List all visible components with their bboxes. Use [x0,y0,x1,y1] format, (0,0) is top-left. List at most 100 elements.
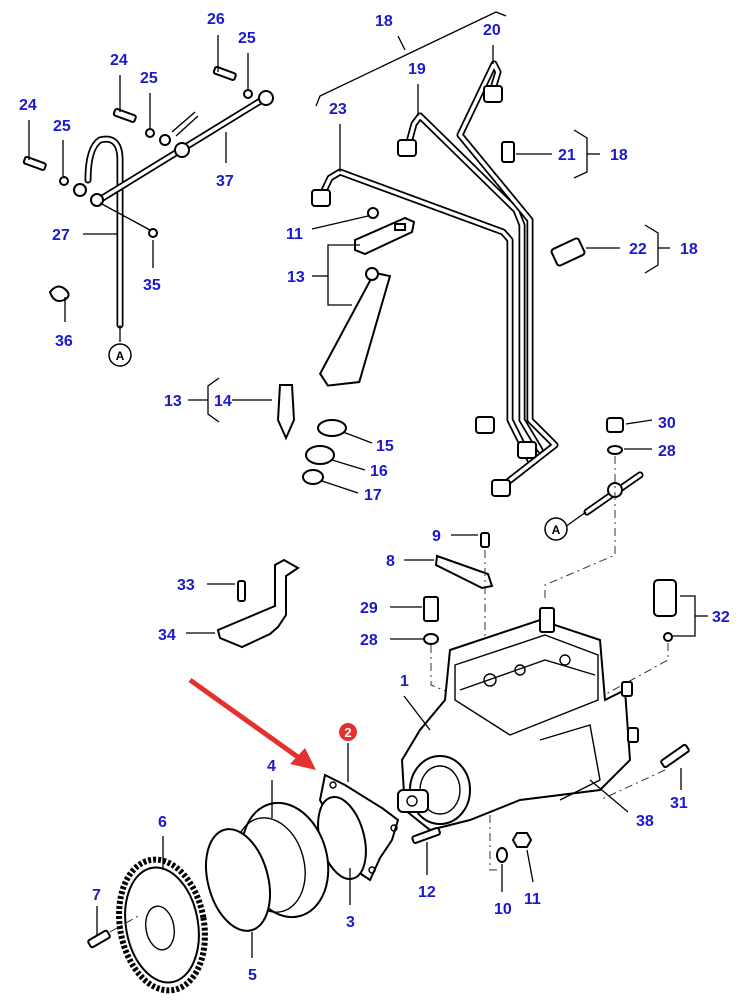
label-part-32: 32 [712,609,730,626]
banjo-fitting [73,183,87,197]
label-part-30: 30 [658,415,676,432]
label-part-15: 15 [376,438,394,455]
label-part-17: 17 [364,487,382,504]
part-24-bolt [112,107,137,123]
label-part-1: 1 [400,673,409,690]
part-19-injector-pipe [404,112,544,454]
label-part-11: 11 [524,891,541,908]
label-part-18: 18 [610,147,628,164]
part-8-bracket [434,554,494,590]
label-part-21: 21 [558,147,576,164]
label-part-12: 12 [418,884,436,901]
label-part-9: 9 [432,528,441,545]
part-12-stud [411,826,441,844]
label-part-22: 22 [629,241,647,258]
label-part-23: 23 [329,101,347,118]
leader-lines-top-left [28,35,249,322]
part-27-return-pipe [84,135,124,329]
label-part-7: 7 [92,887,101,904]
part-15-seal [317,419,347,437]
highlight-badge-text: 2 [344,725,351,740]
highlight-badge [339,723,357,741]
part-25-washer [59,176,69,186]
label-part-5: 5 [248,967,257,984]
part-16-seal [305,445,335,465]
label-part-19: 19 [408,61,426,78]
label-part-16: 16 [370,463,388,480]
part-6-drive-gear [116,856,208,994]
label-part-28: 28 [658,443,676,460]
label-part-13: 13 [164,393,182,410]
highlight-arrow [188,677,304,763]
reference-marker-a-text: A [552,523,561,537]
right-fittings: A [186,417,708,801]
label-part-4: 4 [267,758,276,775]
label-part-20: 20 [483,22,501,39]
label-part-3: 3 [346,914,355,931]
label-part-24: 24 [19,97,37,114]
label-part-26: 26 [207,11,225,28]
part-21-pipe-clamp [501,141,515,163]
pipe-nut [475,416,495,434]
part-7-bolt [87,929,111,949]
label-part-10: 10 [494,901,512,918]
part-30-cap-nut [606,417,624,433]
part-28-washer [423,633,439,645]
banjo-fitting [258,90,274,106]
label-part-13: 13 [287,269,305,286]
label-part-11: 11 [286,226,303,243]
part-25-washer [145,128,155,138]
label-part-34: 34 [158,627,176,644]
part-35-washer [148,228,158,238]
label-part-28: 28 [360,632,378,649]
pipe-nut [517,441,537,459]
label-part-24: 24 [110,52,128,69]
part-13-injector-body [318,271,392,387]
part-10-washer [496,847,508,863]
part-32-stop-solenoid [653,579,677,617]
label-part-14: 14 [214,393,232,410]
pipe-nut [311,189,331,207]
highlight-arrow-head [290,748,316,770]
part-9-screw [480,532,490,548]
label-part-36: 36 [55,333,73,350]
injector-assembly [188,207,416,494]
label-part-25: 25 [238,30,256,47]
reference-marker-a [544,517,568,541]
part-24-bolt [22,155,47,171]
pipe-nut [483,85,503,103]
part-11-nut [511,832,533,848]
bracket-18 [315,11,507,107]
label-part-8: 8 [386,553,395,570]
part-labels: 1 3 4 5 6 7 8 9 10 11 11 12 13 13 14 15 … [19,11,730,984]
label-part-6: 6 [158,814,167,831]
part-33-screw [237,580,246,602]
label-part-29: 29 [360,600,378,617]
part-26-bolt [212,65,237,81]
injector-pipe-set [311,11,670,497]
return-line-assembly: A [22,65,274,367]
label-part-33: 33 [177,577,195,594]
part-25-washer [243,89,253,99]
label-part-31: 31 [670,795,688,812]
part-11-nut [367,207,379,219]
label-part-35: 35 [143,277,161,294]
part-34-bracket [216,558,300,649]
reference-marker-a-text: A [116,349,125,363]
pipe-nut [397,139,417,157]
label-part-27: 27 [52,227,70,244]
drive-components: 2 [87,677,534,994]
part-22-pipe-clamp [550,237,586,267]
part-1-injection-pump [397,607,639,832]
part-36-clip [48,285,70,302]
part-14-nozzle [276,384,296,441]
label-part-38: 38 [636,813,654,830]
label-part-25: 25 [140,70,158,87]
label-part-18: 18 [680,241,698,258]
part-28-washer [607,445,623,455]
part-29-fitting [423,596,439,622]
reference-marker-a [108,343,132,367]
banjo-fitting [174,142,190,158]
